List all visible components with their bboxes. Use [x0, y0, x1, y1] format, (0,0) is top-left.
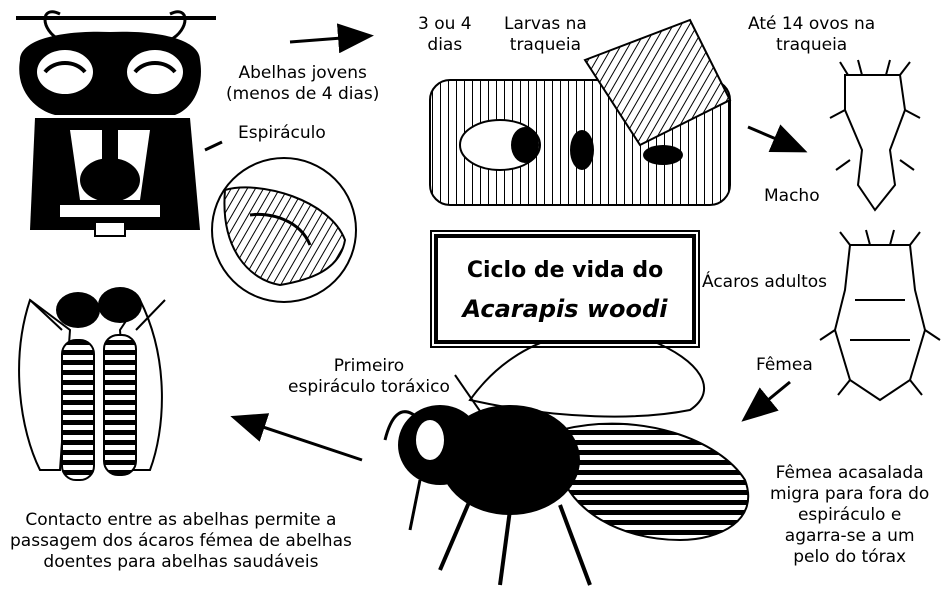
- label-contact-line2: passagem dos ácaros fémea de abelhas: [10, 531, 352, 552]
- spiracle-magnified-illustration: [212, 158, 356, 302]
- label-mated-female-line3: espiráculo e: [770, 505, 929, 526]
- label-larvae: Larvas na traqueia: [504, 14, 587, 56]
- label-larvae-line2: traqueia: [504, 35, 587, 56]
- label-contact-line1: Contacto entre as abelhas permite a: [10, 510, 352, 531]
- arrow-to-trachea: [290, 36, 368, 42]
- label-eggs: Até 14 ovos na traqueia: [748, 14, 875, 56]
- label-male: Macho: [764, 186, 820, 207]
- title-line1: Ciclo de vida do: [438, 258, 692, 283]
- arrow-to-bee: [746, 382, 790, 418]
- label-young-bees: Abelhas jovens (menos de 4 dias): [226, 63, 379, 105]
- label-first-spiracle: Primeiro espiráculo toráxico: [288, 356, 450, 398]
- label-contact-line3: doentes para abelhas saudáveis: [10, 552, 352, 573]
- label-mated-female-line4: agarra-se a um: [770, 526, 929, 547]
- male-mite-illustration: [830, 60, 920, 210]
- label-mated-female-line5: pelo do tórax: [770, 547, 929, 568]
- arrow-to-bees-contact: [236, 418, 362, 460]
- label-young-bees-line2: (menos de 4 dias): [226, 84, 379, 105]
- label-adult-mites-text: Ácaros adultos: [702, 272, 827, 293]
- label-eggs-line2: traqueia: [748, 35, 875, 56]
- label-adult-mites: Ácaros adultos: [702, 272, 827, 293]
- label-female: Fêmea: [756, 355, 813, 376]
- label-spiracle: Espiráculo: [238, 123, 326, 144]
- label-eggs-line1: Até 14 ovos na: [748, 14, 875, 35]
- label-mated-female: Fêmea acasalada migra para fora do espir…: [770, 463, 929, 568]
- label-mated-female-line2: migra para fora do: [770, 484, 929, 505]
- bee-head-section-illustration: [16, 12, 222, 236]
- title-box: Ciclo de vida do Acarapis woodi: [434, 234, 696, 344]
- female-mite-illustration: [820, 230, 940, 400]
- label-larvae-line1: Larvas na: [504, 14, 587, 35]
- label-male-text: Macho: [764, 186, 820, 207]
- label-days: 3 ou 4 dias: [418, 14, 472, 56]
- label-first-spiracle-line2: espiráculo toráxico: [288, 377, 450, 398]
- label-contact: Contacto entre as abelhas permite a pass…: [10, 510, 352, 573]
- label-female-text: Fêmea: [756, 355, 813, 376]
- label-first-spiracle-line1: Primeiro: [288, 356, 450, 377]
- label-days-line1: 3 ou 4: [418, 14, 472, 35]
- label-spiracle-text: Espiráculo: [238, 123, 326, 144]
- two-bees-contact-illustration: [19, 287, 165, 480]
- title-line2: Acarapis woodi: [438, 295, 692, 323]
- label-young-bees-line1: Abelhas jovens: [226, 63, 379, 84]
- arrow-to-mites: [748, 127, 802, 150]
- label-days-line2: dias: [418, 35, 472, 56]
- label-mated-female-line1: Fêmea acasalada: [770, 463, 929, 484]
